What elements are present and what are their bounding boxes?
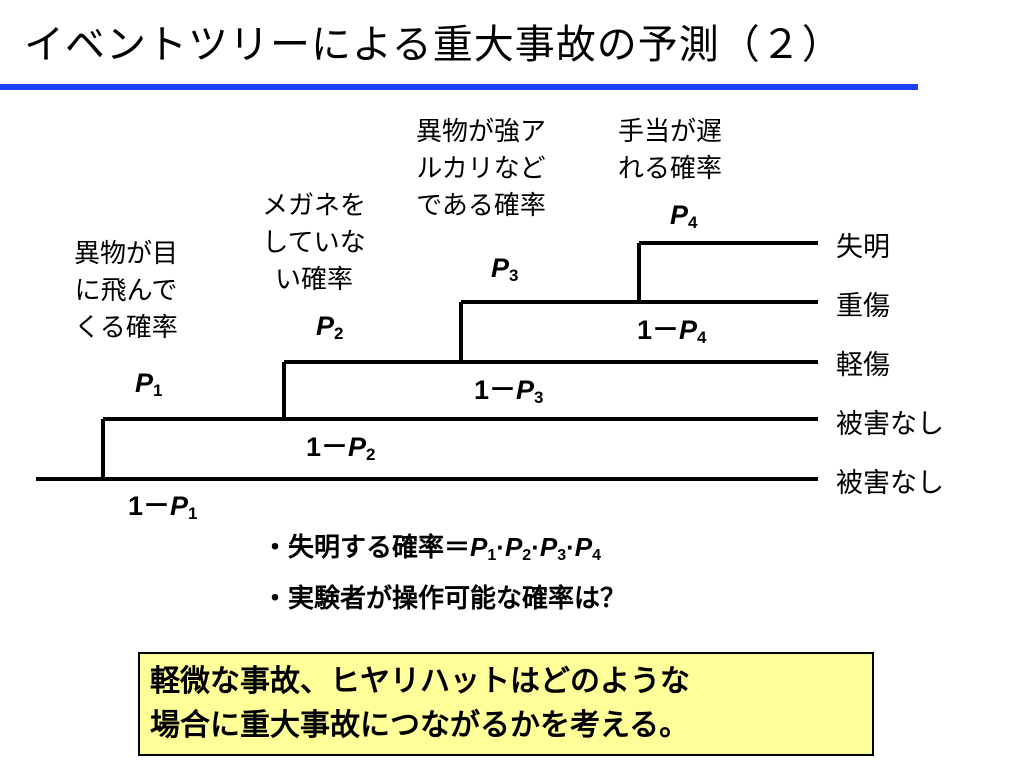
event-2-label-line: い確率: [275, 265, 354, 295]
event-2-probability: P2: [316, 311, 344, 343]
outcome-label: 被害なし: [836, 468, 944, 499]
callout-line: 軽微な事故、ヒヤリハットはどのような: [150, 664, 690, 699]
title-underline: [0, 84, 918, 90]
bullet-blindness-probability: ・失明する確率＝P1·P2·P3·P4: [262, 527, 601, 565]
event-2-label-line: メガネを: [262, 191, 367, 221]
event-1-label-line: くる確率: [74, 313, 178, 343]
event-3-label-line: である確率: [416, 191, 546, 221]
event-2-label-line: していな: [262, 228, 366, 258]
event-3-label: 異物が強ア ルカリなど である確率: [416, 114, 546, 225]
event-2-label: メガネを していな い確率: [262, 188, 366, 299]
event-1-label-line: に飛んで: [74, 276, 178, 306]
event-4-probability: P4: [670, 200, 698, 232]
event-3-label-line: 異物が強ア: [416, 117, 547, 147]
event-2-complement: 1－P2: [306, 432, 376, 464]
event-4-label-line: れる確率: [618, 154, 723, 184]
event-3-complement: 1－P3: [474, 375, 544, 407]
callout-box: 軽微な事故、ヒヤリハットはどのような 場合に重大事故につながるかを考える。: [138, 652, 874, 756]
event-4-label: 手当が遅 れる確率: [618, 114, 722, 188]
bullet-text: ・失明する確率＝: [262, 533, 471, 563]
event-3-label-line: ルカリなど: [416, 154, 546, 184]
event-1-probability: P1: [135, 368, 163, 400]
page-title: イベントツリーによる重大事故の予測（２）: [24, 22, 843, 68]
event-4-label-line: 手当が遅: [618, 117, 723, 147]
event-1-label: 異物が目 に飛んで くる確率: [74, 236, 178, 347]
event-1-complement: 1－P1: [128, 491, 198, 523]
probability-formula: P1·P2·P3·P4: [470, 532, 602, 564]
event-1-label-line: 異物が目: [74, 239, 179, 269]
outcome-label: 失明: [836, 232, 890, 263]
event-4-complement: 1－P4: [637, 315, 707, 347]
bullet-controllable-probability: ・実験者が操作可能な確率は？: [262, 584, 627, 614]
callout-line: 場合に重大事故につながるかを考える。: [150, 708, 690, 743]
outcome-label: 重傷: [836, 291, 890, 322]
outcome-label: 被害なし: [836, 409, 944, 440]
outcome-label: 軽傷: [836, 350, 890, 381]
event-3-probability: P3: [491, 253, 519, 285]
